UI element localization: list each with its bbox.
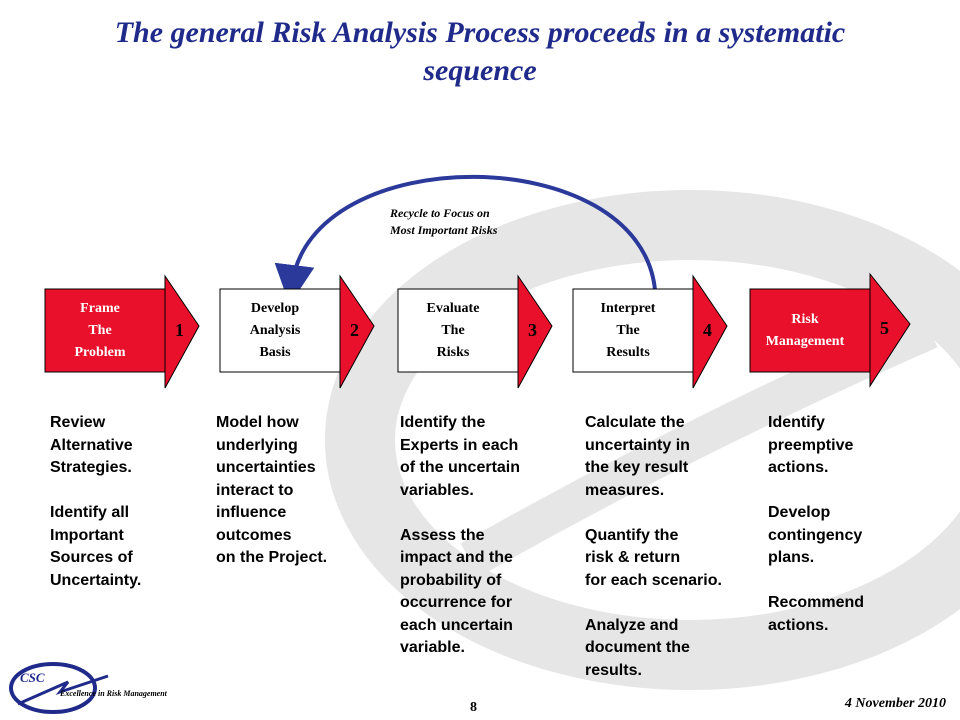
step-label-line: Interpret	[600, 300, 656, 316]
step-arrow-3	[517, 274, 553, 389]
step-label-line: Results	[606, 344, 650, 360]
recycle-note-line2: Most Important Risks	[390, 223, 498, 237]
page-number: 8	[470, 700, 477, 715]
step-label-line: Risk	[791, 311, 819, 327]
step-label-line: The	[616, 322, 640, 338]
step-box-2	[219, 288, 343, 373]
step-box-3	[397, 288, 521, 373]
step-number-4: 4	[703, 320, 712, 340]
step-label-line: The	[441, 322, 465, 338]
step-arrow-4	[692, 274, 728, 389]
step-description-3: Identify the Experts in each of the unce…	[400, 414, 521, 656]
step-description-5: Identify preemptive actions. Develop con…	[768, 414, 865, 634]
step-label-line: Frame	[80, 300, 120, 316]
step-number-3: 3	[528, 320, 537, 340]
step-description-4: Calculate the uncertainty in the key res…	[585, 414, 722, 679]
slide-title: The general Risk Analysis Process procee…	[114, 16, 846, 87]
footer-date: 4 November 2010	[844, 696, 946, 711]
step-arrow-5	[869, 272, 911, 388]
step-arrow-2	[339, 274, 375, 389]
step-box-4	[572, 288, 696, 373]
recycle-note: Recycle to Focus on Most Important Risks	[390, 205, 497, 239]
step-description-1: Review Alternative Strategies. Identify …	[50, 414, 142, 589]
step-description-2: Model how underlying uncertainties inter…	[216, 414, 328, 566]
step-box-1	[44, 288, 168, 373]
recycle-note-line1: Recycle to Focus on	[390, 206, 490, 220]
step-label-line: Management	[765, 333, 845, 349]
step-label-line: The	[88, 322, 112, 338]
step-label-line: Evaluate	[426, 300, 480, 316]
step-label-line: Problem	[74, 344, 126, 360]
step-label-line: Risks	[436, 344, 470, 360]
csc-logo-icon	[9, 662, 109, 714]
step-number-1: 1	[175, 320, 184, 340]
step-arrow-1	[164, 274, 200, 389]
step-label-line: Analysis	[249, 322, 301, 338]
logo-text: CSC	[20, 670, 45, 685]
step-label-line: Basis	[259, 344, 291, 360]
step-number-2: 2	[350, 320, 359, 340]
logo-tagline: Excellence in Risk Management	[60, 689, 167, 698]
step-box-5	[749, 288, 873, 373]
step-label-line: Develop	[250, 300, 300, 316]
step-number-5: 5	[880, 318, 889, 338]
